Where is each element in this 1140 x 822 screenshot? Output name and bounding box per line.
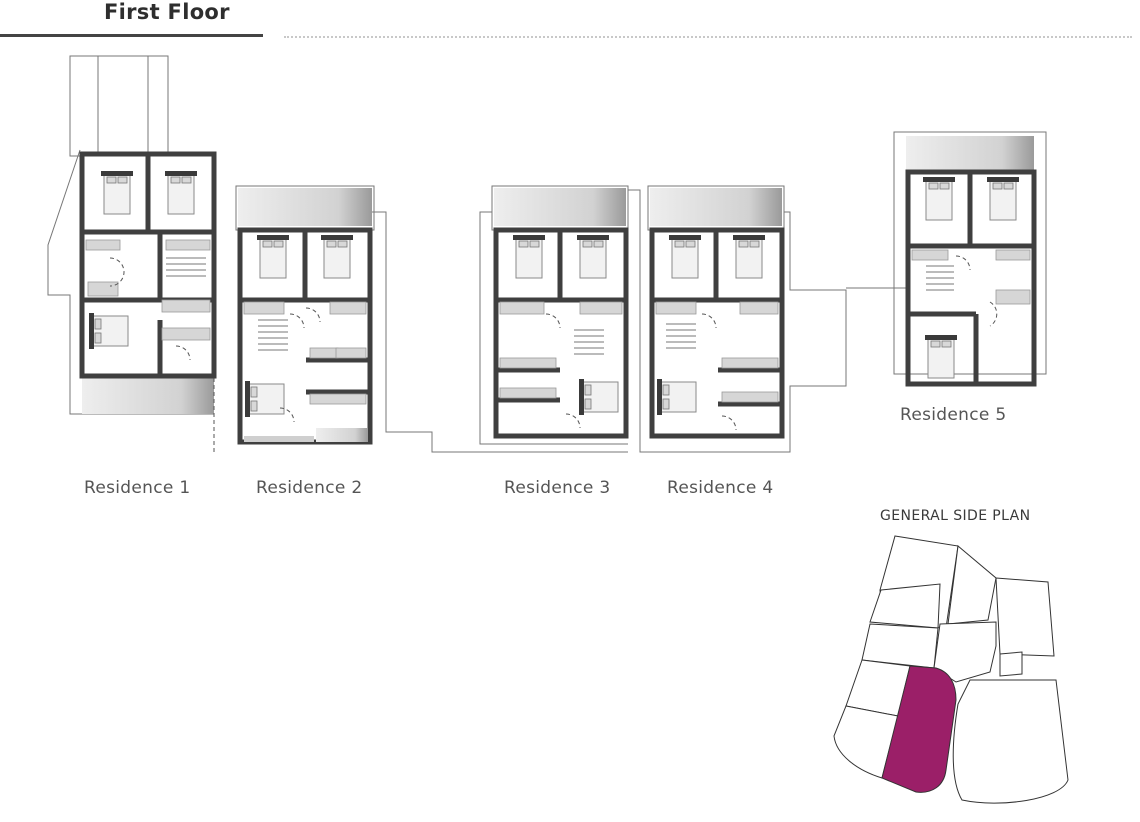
residence-4-label: Residence 4 [667,478,774,498]
title-underline [0,34,263,37]
residence-1-plan [47,55,217,454]
page-title: First Floor [104,0,230,24]
dotted-divider [284,36,1132,38]
general-site-plan [833,535,1069,804]
residence-2-label: Residence 2 [256,478,363,498]
residence-3-label: Residence 3 [504,478,611,498]
residence-5-plan [846,131,1047,387]
site-plan-title: GENERAL SIDE PLAN [880,508,1031,524]
residence-4-plan [628,185,847,453]
residence-5-label: Residence 5 [900,405,1007,425]
residence-1-label: Residence 1 [84,478,191,498]
residence-3-plan [479,185,629,445]
residence-2-plan [235,185,628,453]
